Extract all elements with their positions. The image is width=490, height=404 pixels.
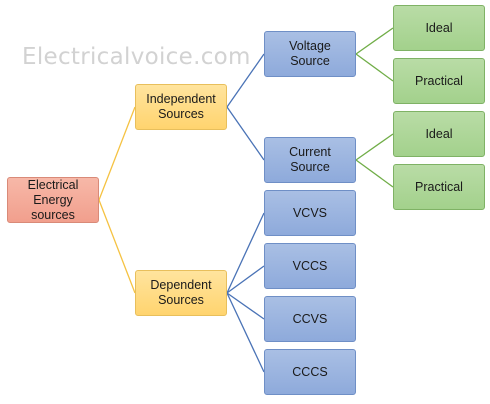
node-ccvs: CCVS [264,296,356,342]
connector-root-independent [98,106,136,201]
connector-voltage-practical [355,53,394,82]
node-current-source: Current Source [264,137,356,183]
node-current-practical: Practical [393,164,485,210]
node-dependent-line1: Dependent [150,278,212,292]
node-independent-sources: Independent Sources [135,84,227,130]
node-dependent-sources: Dependent Sources [135,270,227,316]
node-independent-line1: Independent [146,92,216,106]
node-cccs: CCCS [264,349,356,395]
node-voltage-ideal-label: Ideal [425,20,453,35]
node-voltage-practical: Practical [393,58,485,104]
node-ccvs-label: CCVS [292,311,328,326]
node-voltage-practical-label: Practical [415,73,463,88]
node-current-practical-label: Practical [415,179,463,194]
connector-voltage-ideal [355,27,394,55]
node-vcvs: VCVS [264,190,356,236]
node-root-line1: Electrical [27,177,79,192]
connector-root-dependent [98,199,136,294]
connector-dependent-vcvs [226,212,265,294]
node-dependent-line2: Sources [158,293,204,307]
node-voltage-ideal: Ideal [393,5,485,51]
connector-independent-voltage [226,53,265,108]
connector-dependent-vccs [226,265,265,294]
node-independent-line2: Sources [158,107,204,121]
connector-dependent-cccs [226,292,265,373]
connector-current-practical [355,159,394,188]
node-cccs-label: CCCS [292,364,328,379]
node-current-source-label: Current Source [289,145,331,174]
node-electrical-energy-sources: Electrical Energy sources [7,177,99,223]
connector-current-ideal [355,133,394,161]
connector-dependent-ccvs [226,292,265,320]
node-current-ideal-label: Ideal [425,126,453,141]
connector-independent-current [226,106,265,161]
node-root-line2: Energy sources [31,192,75,222]
node-vccs: VCCS [264,243,356,289]
node-voltage-source-label: Voltage Source [289,39,331,68]
node-current-ideal: Ideal [393,111,485,157]
node-vcvs-label: VCVS [292,205,328,220]
node-voltage-source: Voltage Source [264,31,356,77]
node-vccs-label: VCCS [292,258,328,273]
watermark-text: Electricalvoice.com [22,44,251,70]
